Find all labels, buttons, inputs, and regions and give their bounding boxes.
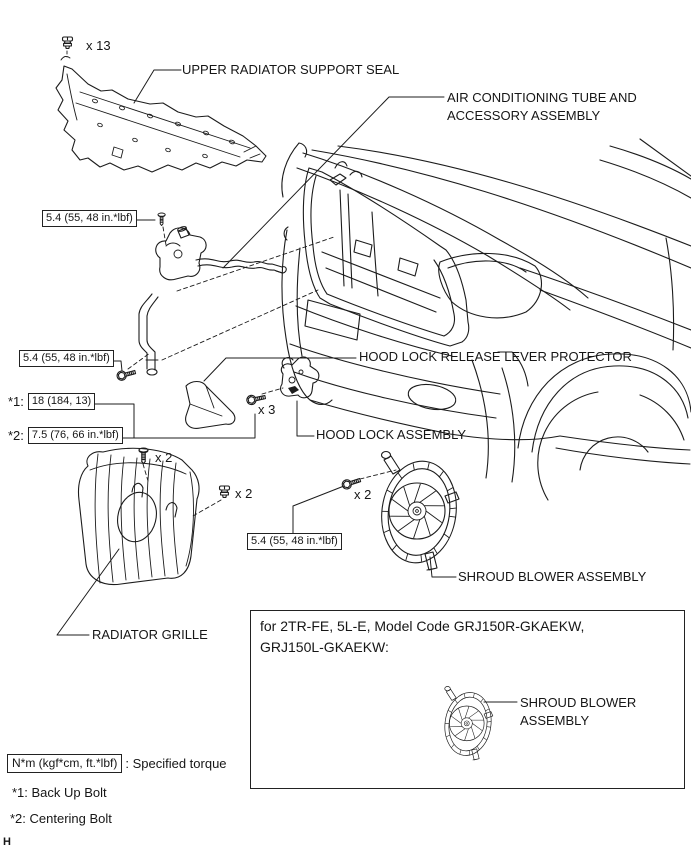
clip-fastener-icon [60, 36, 74, 61]
star2-prefix: *2: [8, 428, 24, 443]
torque-spec-box: 5.4 (55, 48 in.*lbf) [19, 350, 114, 367]
label-ac-tube-line1: AIR CONDITIONING TUBE AND [447, 90, 637, 105]
variant-note-box: for 2TR-FE, 5L-E, Model Code GRJ150R-GKA… [250, 610, 685, 789]
shroud-blower-drawing [374, 450, 464, 571]
hood-lock-bolt-count: x 3 [258, 402, 276, 417]
shroud-bolt-count: x 2 [354, 487, 372, 502]
screw-fastener-icon [157, 212, 166, 226]
torque-spec-box: 5.4 (55, 48 in.*lbf) [42, 210, 137, 227]
label-upper-radiator-support-seal: UPPER RADIATOR SUPPORT SEAL [182, 62, 400, 77]
clip-fastener-icon [218, 485, 231, 498]
grille-drawing [77, 447, 200, 586]
label-hood-lock-assembly: HOOD LOCK ASSEMBLY [316, 427, 467, 442]
label-ac-tube: AIR CONDITIONING TUBE AND ACCESSORY ASSE… [447, 89, 637, 125]
variant-note-line2: GRJ150L-GKAEKW: [260, 639, 389, 655]
label-ac-tube-line2: ACCESSORY ASSEMBLY [447, 108, 601, 123]
assembly-direction-lines [127, 226, 397, 517]
torque-spec-box: 5.4 (55, 48 in.*lbf) [247, 533, 342, 550]
torque-unit-desc: : Specified torque [125, 756, 227, 771]
upper-seal-drawing [55, 65, 267, 173]
variant-note-line1: for 2TR-FE, 5L-E, Model Code GRJ150R-GKA… [260, 618, 585, 634]
screw-fastener-icon [138, 447, 149, 465]
protector-drawing [185, 380, 236, 429]
label-shroud-blower-assembly: SHROUD BLOWER ASSEMBLY [458, 569, 647, 584]
torque-legend: N*m (kgf*cm, ft.*lbf) : Specified torque [7, 754, 227, 773]
label-shroud-variant-line1: SHROUD BLOWER [520, 695, 637, 710]
torque-spec-box-star1: 18 (184, 13) [27, 393, 96, 410]
torque-spec-box-star2: 7.5 (76, 66 in.*lbf) [27, 427, 123, 444]
variant-note-text: for 2TR-FE, 5L-E, Model Code GRJ150R-GKA… [260, 616, 584, 658]
seal-clip-count: x 13 [86, 38, 111, 53]
label-shroud-blower-variant: SHROUD BLOWER ASSEMBLY [520, 694, 636, 730]
hood-lock-drawing [280, 356, 320, 399]
vehicle-front-drawing [281, 138, 691, 501]
bolt-fastener-icon [115, 367, 137, 382]
torque-star1-row: *1: 18 (184, 13) [8, 393, 96, 410]
footnote-back-up-bolt: *1: Back Up Bolt [12, 785, 107, 800]
torque-unit-box: N*m (kgf*cm, ft.*lbf) [7, 754, 123, 773]
page-marker: H [3, 836, 11, 848]
grille-clip-count: x 2 [235, 486, 253, 501]
footnote-centering-bolt: *2: Centering Bolt [10, 811, 112, 826]
grille-screw-count: x 2 [155, 450, 173, 465]
label-shroud-variant-line2: ASSEMBLY [520, 713, 590, 728]
torque-star2-row: *2: 7.5 (76, 66 in.*lbf) [8, 427, 123, 444]
label-hood-lock-release-lever-protector: HOOD LOCK RELEASE LEVER PROTECTOR [359, 349, 632, 364]
label-radiator-grille: RADIATOR GRILLE [92, 627, 208, 642]
ac-tube-drawing [138, 226, 287, 376]
star1-prefix: *1: [8, 394, 24, 409]
leader-lines [56, 69, 518, 703]
